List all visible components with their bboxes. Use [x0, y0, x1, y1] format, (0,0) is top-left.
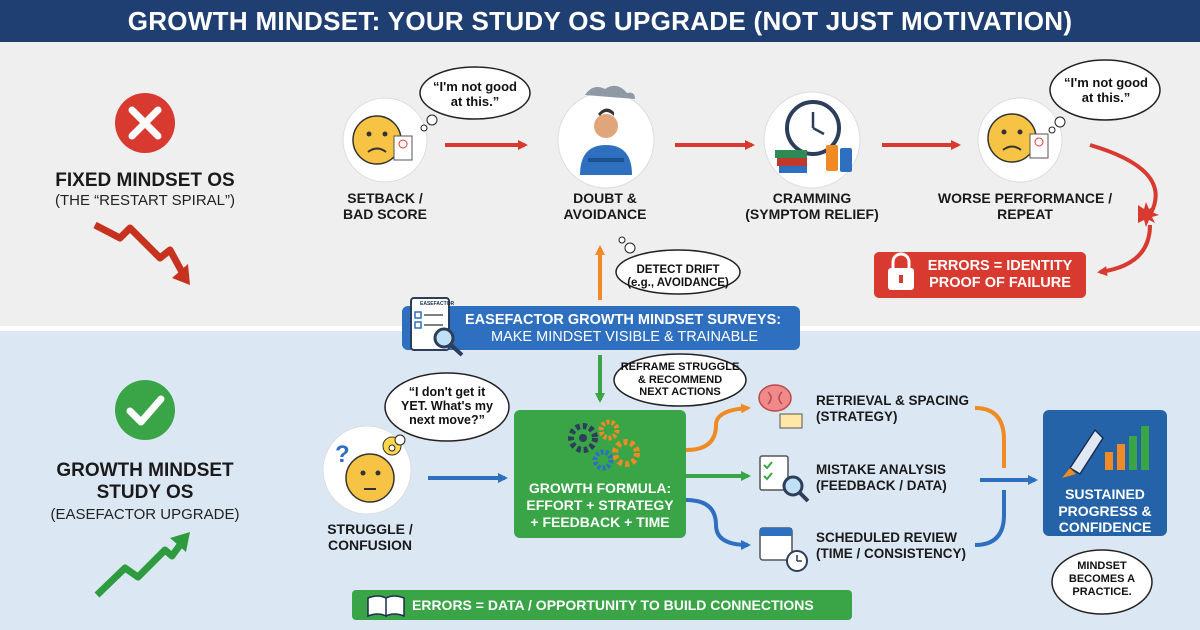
downtrend-arrow-icon [93, 221, 190, 285]
growth-subheading: (EASEFACTOR UPGRADE) [50, 506, 240, 523]
step-line: MISTAKE ANALYSIS [816, 462, 947, 477]
stage-line: BAD SCORE [342, 206, 427, 222]
thought-bubble-1 [419, 66, 531, 132]
page-title: GROWTH MINDSET: YOUR STUDY OS UPGRADE (N… [0, 0, 1200, 42]
growth-errors-text: ERRORS = DATA / OPPORTUNITY TO BUILD CON… [412, 597, 814, 613]
reframe-bubble [613, 353, 747, 407]
thought-bubble-4 [1048, 59, 1161, 134]
bubble-line: MINDSET [1077, 560, 1127, 572]
heading-line: GROWTH MINDSET [56, 460, 234, 481]
stage-label-cramming: CRAMMING (SYMPTOM RELIEF) [742, 190, 882, 222]
stage-line: WORSE PERFORMANCE / [937, 190, 1113, 206]
worried-face-icon [342, 97, 428, 183]
merge-arrow [974, 490, 1006, 547]
calendar-clock-icon [759, 527, 808, 572]
step-line: RETRIEVAL & SPACING [816, 393, 970, 408]
formula-line: GROWTH FORMULA: [528, 480, 672, 496]
branch-arrow-review [685, 498, 751, 550]
struggle-label: STRUGGLE / CONFUSION [310, 521, 430, 553]
practice-bubble [1051, 549, 1153, 615]
outcome-line: SUSTAINED [1065, 486, 1145, 502]
thought-text-4: “I'm not good at this.” [1064, 75, 1148, 105]
step-review: SCHEDULED REVIEW (TIME / CONSISTENCY) [816, 530, 986, 562]
detect-drift-text: DETECT DRIFT (e.g., AVOIDANCE) [620, 264, 736, 290]
growth-formula-box [514, 410, 686, 538]
step-line: (FEEDBACK / DATA) [816, 478, 947, 493]
bubble-line: YET. What's my [401, 399, 493, 413]
errors-line: PROOF OF FAILURE [929, 275, 1071, 291]
stage-line: CONFUSION [328, 537, 412, 553]
thought-text-1: “I'm not good at this.” [433, 79, 517, 109]
stage-line: REPEAT [997, 206, 1053, 222]
fixed-subheading: (THE “RESTART SPIRAL”) [54, 192, 236, 209]
bubble-line: (e.g., AVOIDANCE) [627, 277, 729, 289]
checklist-magnifier-icon [759, 455, 810, 503]
bubble-line: PRACTICE. [1072, 586, 1132, 598]
bubble-line: DETECT DRIFT [636, 264, 720, 276]
step-line: SCHEDULED REVIEW [816, 530, 958, 545]
survey-box [402, 306, 800, 350]
bubble-line: NEXT ACTIONS [639, 386, 721, 398]
open-book-icon [367, 595, 405, 618]
survey-line: MAKE MINDSET VISIBLE & TRAINABLE [491, 329, 758, 345]
struggle-thought-text: “I don't get it YET. What's my next move… [390, 385, 504, 427]
uptrend-arrow-icon [94, 532, 190, 598]
brain-cards-icon [758, 384, 803, 429]
bubble-line: BECOMES A [1068, 573, 1136, 585]
green-check-icon [115, 380, 175, 440]
branch-arrow-retrieval [685, 403, 751, 452]
bubble-line: “I don't get it [408, 385, 486, 399]
outcome-text: SUSTAINED PROGRESS & CONFIDENCE [1045, 486, 1165, 536]
struggle-thought-bubble [384, 372, 510, 452]
svg-text:?: ? [335, 441, 350, 468]
break-burst-icon [1138, 202, 1159, 227]
worried-face-icon [977, 97, 1063, 183]
stage-line: CRAMMING [772, 190, 852, 206]
detect-drift-bubble [615, 236, 741, 295]
reframe-text: REFRAME STRUGGLE & RECOMMEND NEXT ACTION… [616, 361, 744, 399]
step-mistakes: MISTAKE ANALYSIS (FEEDBACK / DATA) [816, 462, 976, 494]
stage-line: (SYMPTOM RELIEF) [745, 206, 879, 222]
stage-line: DOUBT & [573, 190, 637, 206]
rocket-bars-icon [1062, 426, 1149, 478]
stage-label-setback: SETBACK / BAD SCORE [320, 190, 450, 222]
stage-line: AVOIDANCE [563, 206, 647, 222]
clipboard-label: EASEFACTOR [420, 301, 455, 307]
stage-line: SETBACK / [347, 190, 423, 206]
red-x-icon [115, 93, 175, 153]
bubble-line: next move?” [409, 413, 485, 427]
survey-text: EASEFACTOR GROWTH MINDSET SURVEYS: MAKE … [465, 312, 795, 346]
stage-line: STRUGGLE / [327, 521, 413, 537]
growth-heading: GROWTH MINDSET STUDY OS [40, 460, 250, 504]
person-crossed-arms-icon [557, 85, 655, 189]
growth-errors-box [352, 590, 852, 620]
spiral-arrow [1097, 224, 1152, 276]
formula-line: + FEEDBACK + TIME [530, 514, 670, 530]
step-retrieval: RETRIEVAL & SPACING (STRATEGY) [816, 393, 976, 425]
stage-label-worse: WORSE PERFORMANCE / REPEAT [925, 190, 1125, 222]
bubble-line: & RECOMMEND [637, 373, 723, 386]
merge-arrow [974, 406, 1006, 468]
growth-formula-text: GROWTH FORMULA: EFFORT + STRATEGY + FEED… [518, 480, 682, 531]
outcome-line: PROGRESS & [1058, 502, 1152, 519]
stage-label-doubt: DOUBT & AVOIDANCE [540, 190, 670, 222]
outcome-line: CONFIDENCE [1058, 519, 1152, 535]
fixed-heading: FIXED MINDSET OS [55, 170, 235, 191]
bubble-line: REFRAME STRUGGLE [620, 361, 740, 373]
heading-line: STUDY OS [96, 482, 194, 503]
padlock-icon [888, 252, 914, 290]
step-line: (STRATEGY) [816, 409, 898, 424]
fixed-errors-box [874, 252, 1086, 298]
clock-books-energy-icon [763, 91, 861, 189]
gears-icon [568, 419, 640, 471]
fixed-errors-text: ERRORS = IDENTITY PROOF OF FAILURE [920, 258, 1080, 292]
spiral-arrow [1089, 143, 1158, 216]
survey-line: EASEFACTOR GROWTH MINDSET SURVEYS: [465, 312, 782, 328]
errors-line: ERRORS = IDENTITY [927, 258, 1073, 274]
clipboard-magnifier-icon [410, 297, 464, 357]
formula-line: EFFORT + STRATEGY [526, 497, 674, 513]
practice-text: MINDSET BECOMES A PRACTICE. [1060, 560, 1144, 599]
step-line: (TIME / CONSISTENCY) [816, 546, 967, 561]
